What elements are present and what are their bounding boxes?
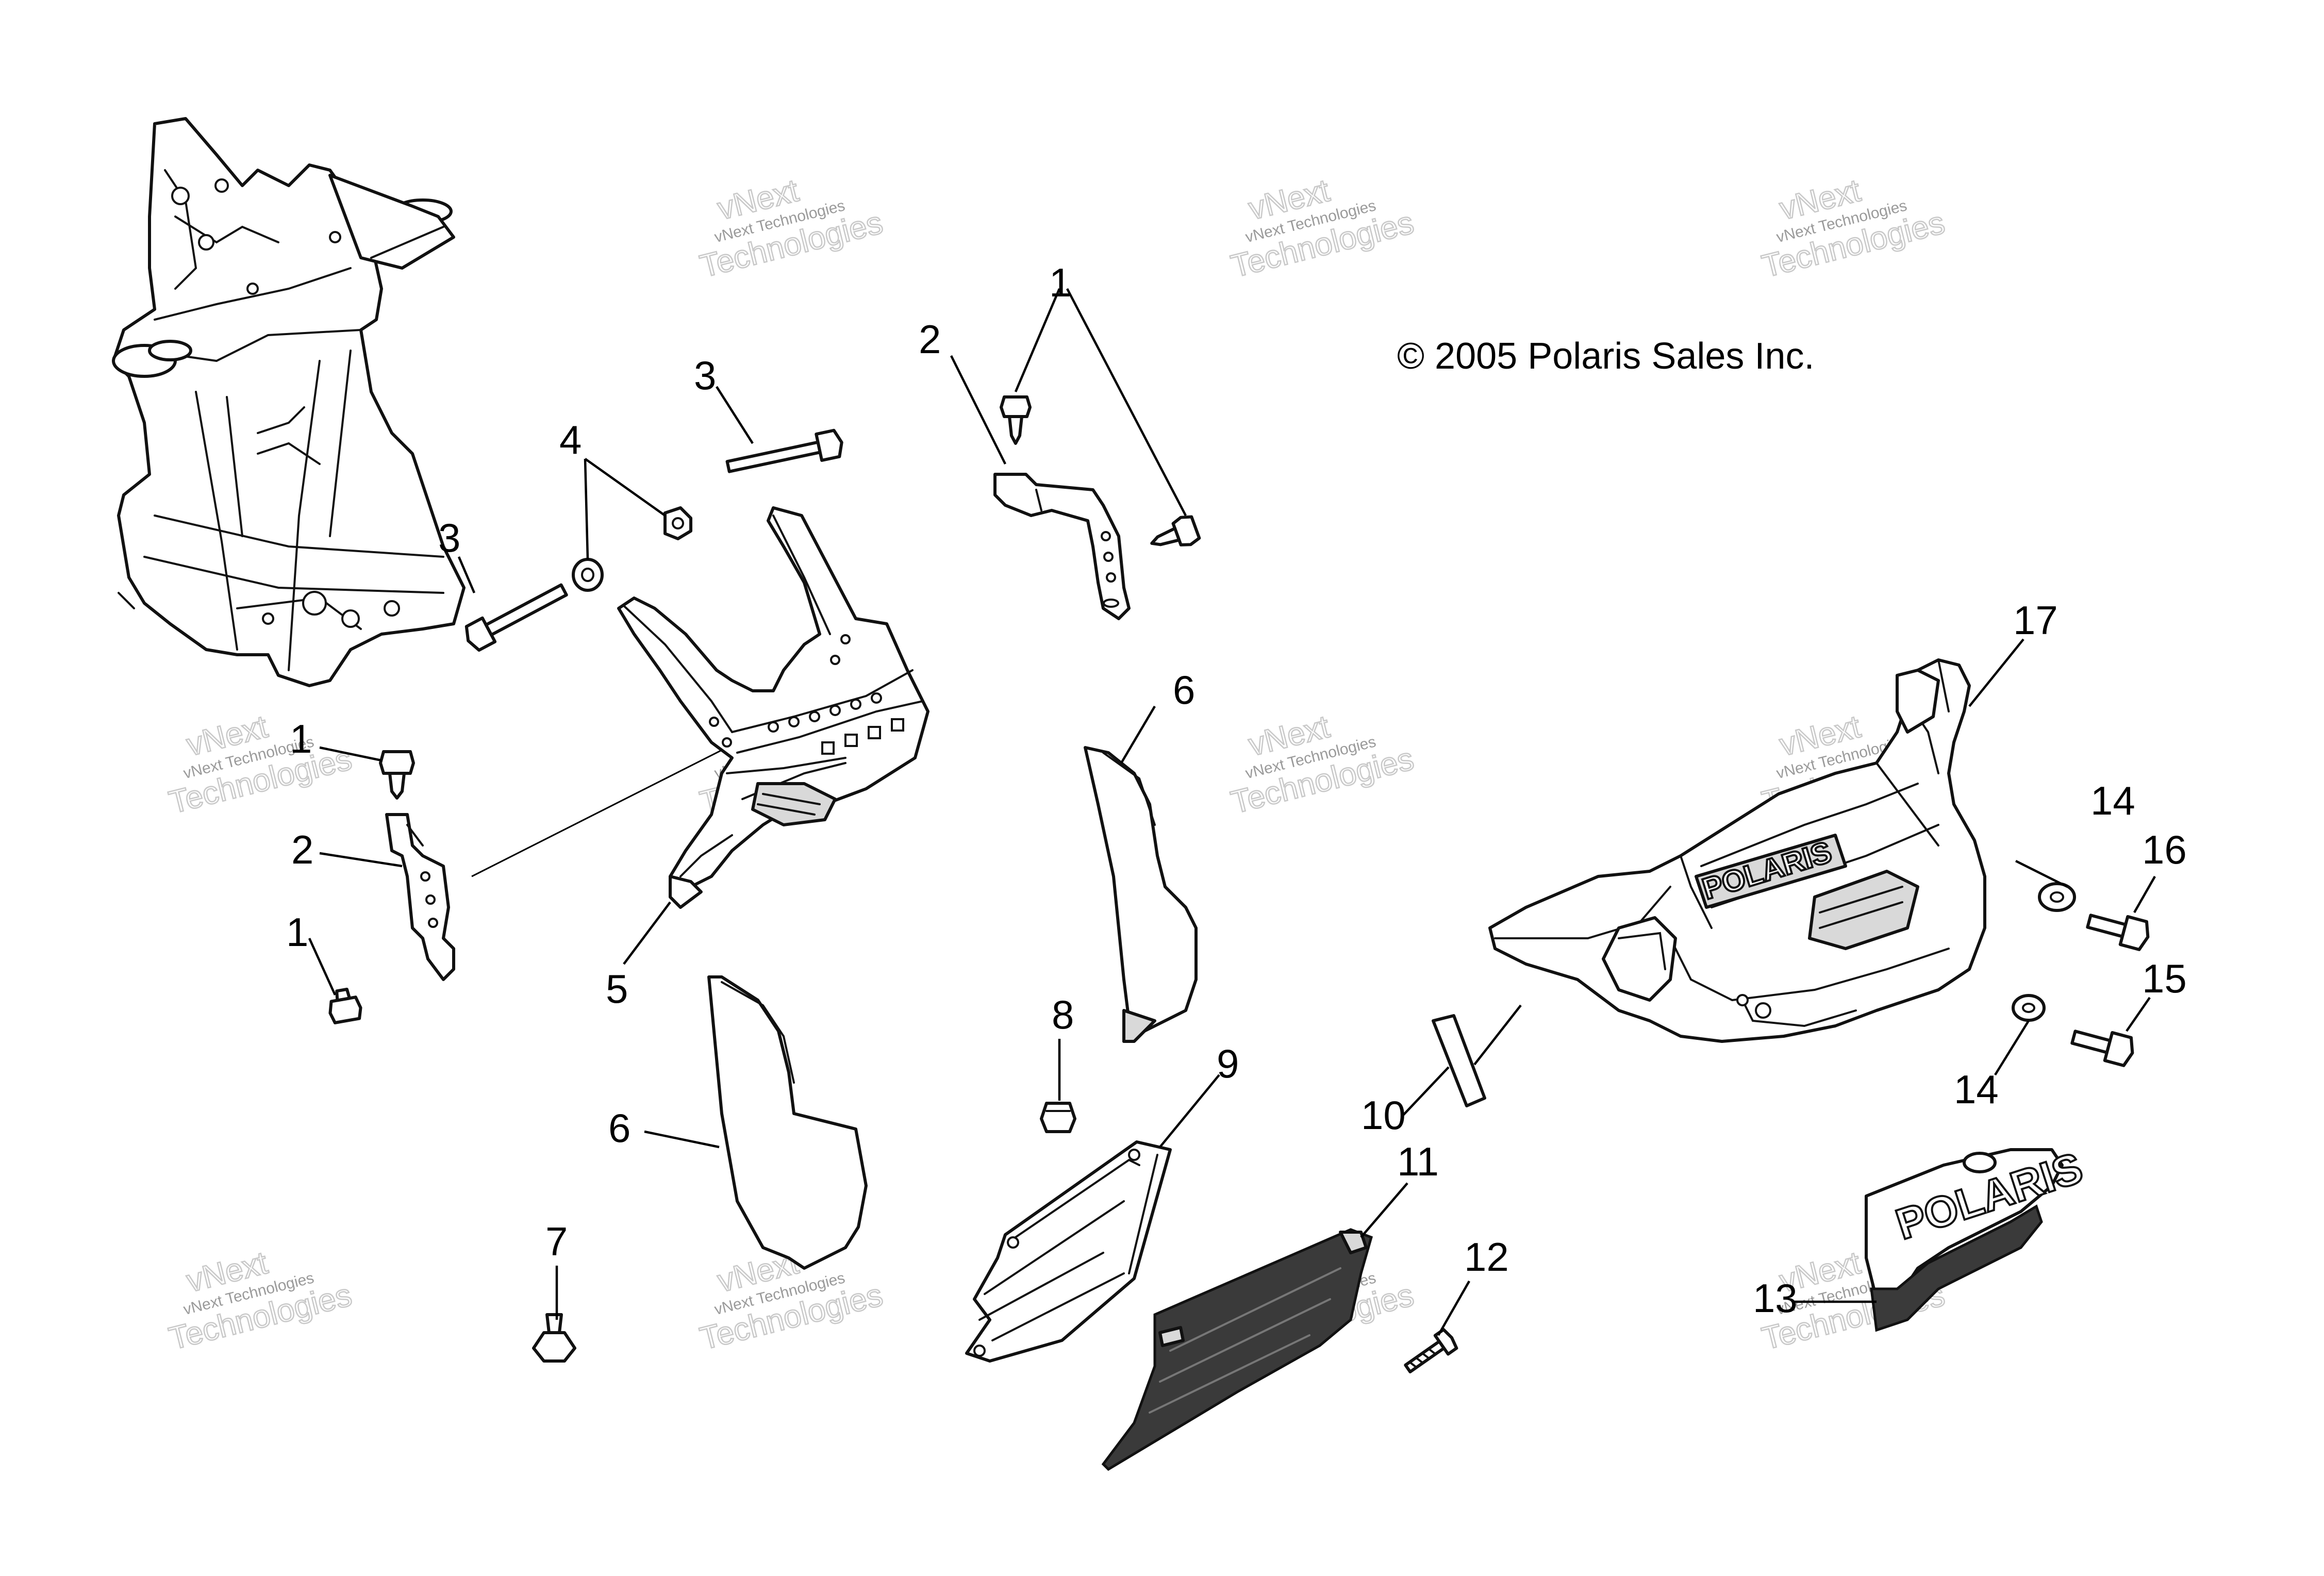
watermark-layer: vNext Technologies vNext Technologies vN… bbox=[165, 172, 1949, 1357]
bracket-right bbox=[993, 473, 1131, 620]
callout-2-left: 2 bbox=[291, 827, 313, 872]
callout-1-bottom: 1 bbox=[286, 909, 308, 955]
bolt-16 bbox=[2086, 914, 2150, 951]
callout-9: 9 bbox=[1217, 1041, 1239, 1086]
long-bolt-3-left bbox=[464, 583, 568, 652]
callout-12: 12 bbox=[1464, 1234, 1509, 1280]
bracket-left bbox=[385, 813, 455, 981]
callout-8: 8 bbox=[1052, 992, 1074, 1037]
callout-17: 17 bbox=[2013, 598, 2058, 643]
callout-10: 10 bbox=[1361, 1092, 1406, 1138]
flange-bolt-1-left bbox=[379, 750, 415, 800]
bolt-15 bbox=[2070, 1030, 2134, 1067]
callout-3-left: 3 bbox=[438, 515, 460, 560]
callout-14-top: 14 bbox=[2090, 778, 2135, 823]
callout-1-top: 1 bbox=[1049, 260, 1071, 305]
callout-16: 16 bbox=[2142, 827, 2187, 872]
pad-10 bbox=[1432, 1014, 1486, 1107]
front-plate-13: POLARIS bbox=[1865, 1142, 2089, 1332]
callout-1-left: 1 bbox=[290, 716, 312, 761]
washer-14-bottom bbox=[2012, 994, 2046, 1022]
front-fascia-17: POLARIS bbox=[1488, 658, 1986, 1043]
callout-14-bottom: 14 bbox=[1954, 1067, 1999, 1112]
front-bumper-brush-guard bbox=[617, 506, 929, 909]
callout-labels: 1 2 3 4 3 1 2 1 5 6 6 8 9 7 10 11 12 13 … bbox=[286, 260, 2187, 1321]
callout-6-left: 6 bbox=[608, 1105, 630, 1151]
flange-bolt-1-side bbox=[1150, 515, 1201, 546]
long-bolt-3-top bbox=[725, 428, 843, 473]
washer-14-top bbox=[2038, 882, 2076, 912]
callout-7: 7 bbox=[545, 1219, 568, 1264]
flange-nut-4 bbox=[663, 506, 692, 540]
grommet-8 bbox=[1040, 1102, 1076, 1133]
washer-4 bbox=[572, 558, 604, 592]
leader-lines bbox=[308, 288, 2156, 1336]
grille-frame-9 bbox=[965, 1140, 1172, 1363]
callout-11: 11 bbox=[1397, 1139, 1439, 1184]
callout-4: 4 bbox=[559, 417, 582, 462]
side-panel-6-left bbox=[707, 975, 868, 1270]
callout-6-right: 6 bbox=[1173, 667, 1195, 712]
mesh-screen-11 bbox=[1101, 1228, 1373, 1471]
callout-3-top: 3 bbox=[694, 353, 716, 398]
callout-15: 15 bbox=[2142, 956, 2187, 1001]
screw-12 bbox=[1404, 1328, 1458, 1373]
flange-bolt-1-top bbox=[1000, 395, 1032, 445]
callout-2-top: 2 bbox=[919, 317, 941, 362]
callout-5: 5 bbox=[606, 966, 628, 1011]
copyright-notice: © 2005 Polaris Sales Inc. bbox=[1397, 336, 1814, 377]
side-panel-6-right bbox=[1084, 746, 1198, 1043]
push-rivet-7 bbox=[532, 1313, 576, 1363]
vehicle-frame bbox=[112, 117, 466, 687]
callout-13: 13 bbox=[1753, 1275, 1798, 1321]
flange-bolt-1-bottom bbox=[328, 987, 362, 1024]
